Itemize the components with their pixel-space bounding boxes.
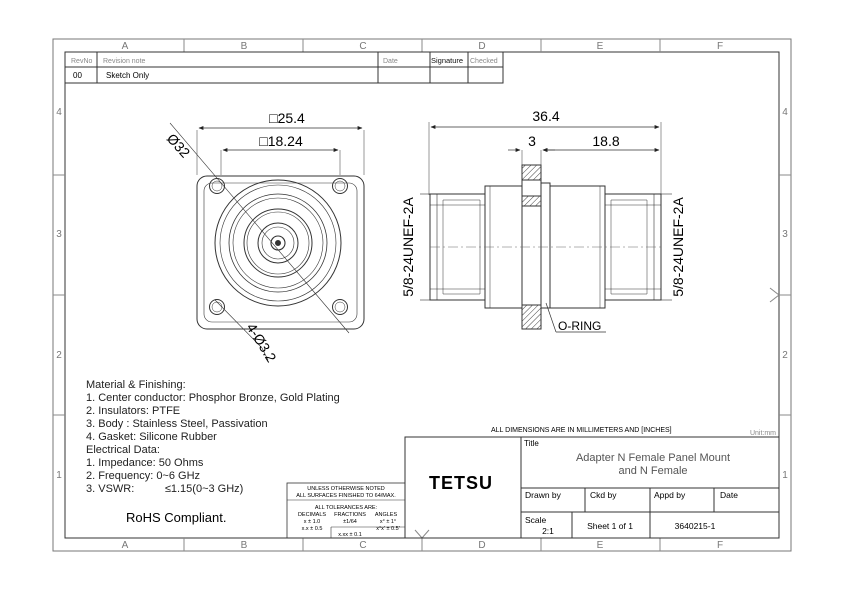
ckd-by-label: Ckd by (590, 490, 617, 500)
tolerance-value: x.x ± 0.5 (302, 526, 323, 532)
zone-number: 3 (782, 229, 788, 240)
zone-letter: F (717, 41, 723, 52)
zone-number: 1 (56, 470, 62, 481)
zone-letter: E (597, 41, 604, 52)
tolerance-col: DECIMALS (298, 512, 326, 518)
body-circle-outer (214, 179, 342, 307)
zone-number: 4 (782, 107, 788, 118)
zone-letter: E (597, 540, 604, 551)
rev-no-header: RevNo (71, 58, 93, 65)
zone-number: 1 (782, 470, 788, 481)
tolerance-value: x°x' ± 0.5' (376, 526, 400, 532)
zone-letter: D (478, 41, 485, 52)
rohs-label: RoHS Compliant. (126, 510, 226, 525)
part-number: 3640215-1 (675, 521, 716, 531)
zone-letter: A (122, 540, 129, 551)
note-line: 2. Insulators: PTFE (86, 405, 180, 417)
company-name: TETSU (429, 473, 493, 493)
note-line: 4. Gasket: Silicone Rubber (86, 431, 217, 443)
title-label: Title (524, 439, 539, 448)
zone-number: 2 (782, 350, 788, 361)
zone-numbers-left: 4 3 2 1 (56, 107, 62, 481)
zone-letter: B (241, 540, 248, 551)
tolerance-value: x ± 1.0 (304, 519, 320, 525)
date-header: Date (383, 58, 398, 65)
tolerance-col: ANGLES (375, 512, 398, 518)
rev-no-value: 00 (73, 71, 82, 80)
appd-by-label: Appd by (654, 490, 686, 500)
drawn-by-label: Drawn by (525, 490, 562, 500)
oring-label: O-RING (558, 319, 601, 333)
side-view (420, 122, 672, 333)
dim-square-outer: □25.4 (269, 110, 305, 126)
dimensions-note: ALL DIMENSIONS ARE IN MILLIMETERS AND [I… (491, 427, 672, 434)
revision-note-value: Sketch Only (106, 71, 149, 80)
oring-leader (545, 302, 557, 333)
dim-diameter: Ø32 (164, 130, 194, 161)
tolerance-value: x° ± 1° (380, 519, 396, 525)
tolerance-block: UNLESS OTHERWISE NOTED ALL SURFACES FINI… (286, 482, 406, 539)
dim-body: 18.8 (592, 133, 619, 149)
sheet-number: Sheet 1 of 1 (587, 521, 633, 531)
zone-letter: B (241, 41, 248, 52)
zone-number: 4 (56, 107, 62, 118)
zone-letter: C (359, 540, 366, 551)
unit-label: Unit:mm (750, 430, 776, 437)
thread-label-right: 5/8-24UNEF-2A (670, 197, 686, 297)
zone-letters-bottom: A B C D E F (122, 540, 723, 551)
drawing-title-line1: Adapter N Female Panel Mount (576, 452, 730, 464)
zone-number: 2 (56, 350, 62, 361)
note-line: Material & Finishing: (86, 379, 186, 391)
tolerance-col: FRACTIONS (334, 512, 366, 518)
revision-table: RevNo Revision note Date Signature Check… (64, 51, 504, 84)
tolerance-value: x.xx ± 0.1 (338, 532, 362, 538)
title-block: ALL DIMENSIONS ARE IN MILLIMETERS AND [I… (404, 427, 780, 539)
note-line: 3. VSWR: ≤1.15(0~3 GHz) (86, 483, 243, 495)
checked-header: Checked (470, 58, 498, 65)
thread-label-left: 5/8-24UNEF-2A (400, 197, 416, 297)
tolerance-line: UNLESS OTHERWISE NOTED (307, 486, 385, 492)
dim-holes: 4-Ø3.2 (243, 320, 279, 365)
zone-number: 3 (56, 229, 62, 240)
zone-letter: C (359, 41, 366, 52)
zone-letter: F (717, 540, 723, 551)
note-line: 1. Center conductor: Phosphor Bronze, Go… (86, 392, 340, 404)
tolerance-line: ALL SURFACES FINISHED TO 64/MAX. (296, 493, 396, 499)
note-line: 1. Impedance: 50 Ohms (86, 457, 204, 469)
dim-length: 36.4 (532, 108, 559, 124)
date-label: Date (720, 490, 738, 500)
dim-flange: 3 (528, 133, 536, 149)
material-notes: Material & Finishing: 1. Center conducto… (86, 379, 340, 495)
leader-holes (214, 299, 263, 349)
centering-mark-right (769, 287, 791, 303)
zone-letter: A (122, 41, 129, 52)
centering-mark-bottom (414, 529, 430, 551)
scale-label: Scale (525, 515, 547, 525)
note-line: 3. Body : Stainless Steel, Passivation (86, 418, 268, 430)
revision-note-header: Revision note (103, 58, 146, 65)
scale-value: 2:1 (542, 526, 554, 536)
gasket (540, 182, 551, 309)
tolerance-line: ALL TOLERANCES ARE: (315, 505, 378, 511)
dim-square-inner: □18.24 (259, 133, 303, 149)
front-view (169, 122, 365, 361)
note-line: Electrical Data: (86, 444, 160, 456)
zone-letter: D (478, 540, 485, 551)
flange-square (196, 175, 365, 330)
zone-numbers-right: 4 3 2 1 (782, 107, 788, 481)
tolerance-value: ±1/64 (343, 519, 357, 525)
note-line: 2. Frequency: 0~6 GHz (86, 470, 200, 482)
signature-header: Signature (431, 56, 463, 65)
zone-letters-top: A B C D E F (122, 41, 723, 52)
drawing-title-line2: and N Female (618, 465, 687, 477)
